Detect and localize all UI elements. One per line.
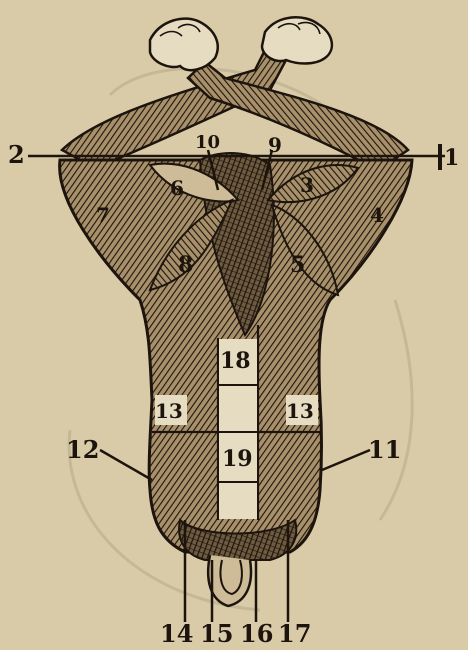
genital-loop	[208, 555, 251, 606]
label-11: 11	[368, 435, 401, 464]
label-5: 5	[290, 252, 305, 278]
label-13-left: 13	[155, 399, 183, 423]
label-16: 16	[240, 619, 273, 648]
label-12: 12	[66, 435, 99, 464]
label-3: 3	[300, 173, 314, 197]
label-17: 17	[278, 619, 311, 648]
label-1: 1	[444, 145, 459, 171]
right-hand	[262, 17, 332, 63]
label-9: 9	[268, 133, 282, 157]
label-2: 2	[8, 140, 25, 169]
label-6: 6	[170, 176, 184, 200]
label-4: 4	[370, 203, 384, 227]
label-15: 15	[200, 619, 233, 648]
label-13-right: 13	[286, 399, 314, 423]
label-7: 7	[96, 203, 110, 227]
label-18: 18	[220, 348, 251, 374]
label-14: 14	[160, 619, 193, 648]
box-18b	[219, 386, 257, 431]
left-hand	[150, 19, 218, 71]
label-10: 10	[195, 132, 220, 153]
label-8: 8	[178, 252, 193, 278]
label-19: 19	[222, 446, 253, 472]
box-bottom	[219, 483, 257, 519]
